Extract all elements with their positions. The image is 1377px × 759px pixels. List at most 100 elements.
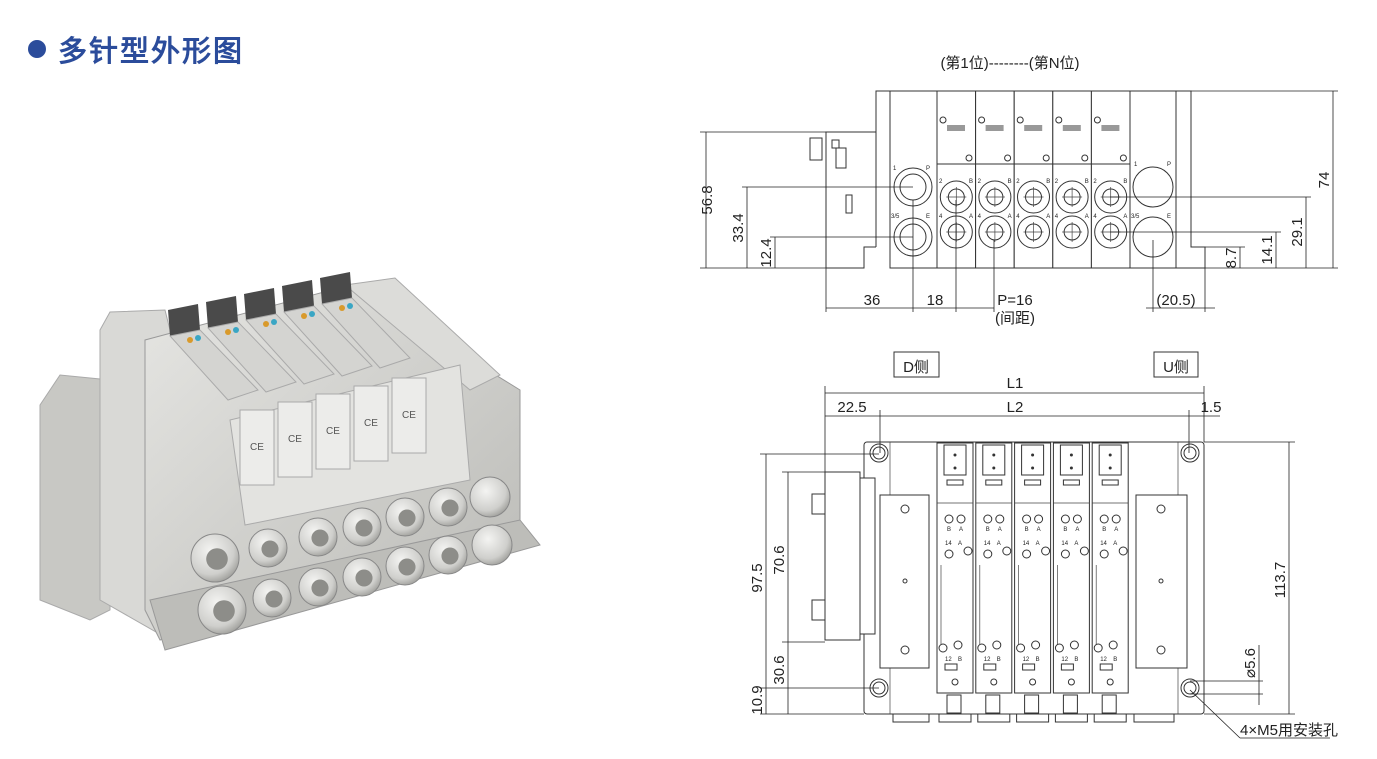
port-label-b: B xyxy=(958,657,962,663)
screw-icon xyxy=(953,640,963,650)
pin xyxy=(953,453,957,457)
manual-button-b xyxy=(944,514,954,524)
screw-icon xyxy=(1108,640,1118,650)
screw-icon xyxy=(1093,643,1103,653)
manual-button-b xyxy=(1060,514,1070,524)
brand-plate xyxy=(1024,125,1043,131)
dim-hole-dia: ⌀5.6 xyxy=(1242,648,1259,678)
indicator xyxy=(1062,479,1080,486)
coil-label-b: B xyxy=(1063,527,1067,533)
dim-36: 36 xyxy=(864,292,881,309)
render-valve-top xyxy=(282,280,314,312)
render-led xyxy=(187,337,193,343)
render-valve-body xyxy=(321,297,411,369)
indicator-dot xyxy=(990,678,998,686)
port-label-b: B xyxy=(1113,657,1117,663)
coil-connector xyxy=(1059,444,1083,476)
dim-pitch-note: (间距) xyxy=(995,310,1035,327)
screw-icon xyxy=(1031,640,1041,650)
dim-113-7: 113.7 xyxy=(1272,562,1289,598)
port-ring xyxy=(978,180,1012,214)
port-label-12: 12 xyxy=(1061,657,1068,663)
screw-icon xyxy=(1060,549,1070,559)
mount-note: 4×M5用安装孔 xyxy=(1240,722,1338,739)
port-label-14: 14 xyxy=(945,541,952,547)
port-label-12: 12 xyxy=(945,657,952,663)
render-fitting-bore xyxy=(441,547,459,565)
port-label-a: A xyxy=(1085,214,1089,220)
screw-icon xyxy=(1093,116,1101,124)
indicator xyxy=(1101,479,1119,486)
manual-button-b xyxy=(1022,514,1032,524)
fitting xyxy=(977,713,1011,723)
screw-icon xyxy=(1016,643,1026,653)
indicator xyxy=(985,479,1003,486)
port-label-b: B xyxy=(1008,179,1012,185)
screw-icon xyxy=(1118,546,1128,556)
screw-icon xyxy=(978,116,986,124)
dim-70-6: 70.6 xyxy=(771,545,788,574)
render-fitting-bore xyxy=(441,499,459,517)
port-label-4: 4 xyxy=(1093,214,1097,220)
render-ce-mark: CE xyxy=(326,426,340,437)
render-led xyxy=(225,329,231,335)
port-label-4: 4 xyxy=(1055,214,1059,220)
render-led xyxy=(271,319,277,325)
coil-label-b: B xyxy=(986,527,990,533)
indicator xyxy=(1024,479,1042,486)
port-label-12: 12 xyxy=(984,657,991,663)
screw-icon xyxy=(1081,154,1089,162)
pin xyxy=(1031,453,1035,457)
dim-18: 18 xyxy=(927,292,944,309)
screw-icon xyxy=(1022,549,1032,559)
dim-56-8: 56.8 xyxy=(699,185,716,214)
render-ce-mark: CE xyxy=(250,442,264,453)
render-led xyxy=(309,311,315,317)
port-label-a: A xyxy=(1036,541,1040,547)
port-label-a: A xyxy=(1046,214,1050,220)
end-label-p: P xyxy=(926,166,930,172)
screw-icon xyxy=(983,549,993,559)
port-label-14: 14 xyxy=(1023,541,1030,547)
dim-pitch: P=16 xyxy=(997,292,1032,309)
port-label-2: 2 xyxy=(1093,179,1097,185)
screw-icon xyxy=(944,549,954,559)
port-label-14: 14 xyxy=(1100,541,1107,547)
port-ring xyxy=(1017,180,1050,214)
dim-74: 74 xyxy=(1316,172,1333,189)
screw-icon xyxy=(938,643,948,653)
port-label-b: B xyxy=(969,179,973,185)
render-led xyxy=(195,335,201,341)
fitting xyxy=(1093,713,1127,723)
coil-connector xyxy=(1021,444,1045,476)
render-led xyxy=(301,313,307,319)
port-ring xyxy=(1055,215,1089,249)
port-label-4: 4 xyxy=(939,214,943,220)
screw-icon xyxy=(1079,546,1089,556)
pin xyxy=(992,453,996,457)
fitting-neck xyxy=(946,694,962,714)
port-label-a: A xyxy=(1074,541,1078,547)
indicator-dot xyxy=(951,678,959,686)
coil-label-a: A xyxy=(959,527,963,533)
screw-icon xyxy=(1055,116,1063,124)
pin xyxy=(1108,466,1112,470)
render-valve-top xyxy=(244,288,276,320)
port-label-a: A xyxy=(1008,214,1012,220)
port-label-b: B xyxy=(1046,179,1050,185)
port-ring xyxy=(1017,215,1050,249)
manual-button-a xyxy=(1111,514,1121,524)
port-label-b: B xyxy=(1036,657,1040,663)
render-fitting-bore xyxy=(355,569,373,587)
screw-icon xyxy=(1042,154,1050,162)
port-label-2: 2 xyxy=(978,179,982,185)
screw-icon xyxy=(1041,546,1051,556)
screw-icon xyxy=(963,546,973,556)
tag xyxy=(1060,663,1074,671)
render-fitting-bore xyxy=(265,590,283,608)
screw-icon xyxy=(1099,549,1109,559)
render-ce-mark: CE xyxy=(364,418,378,429)
